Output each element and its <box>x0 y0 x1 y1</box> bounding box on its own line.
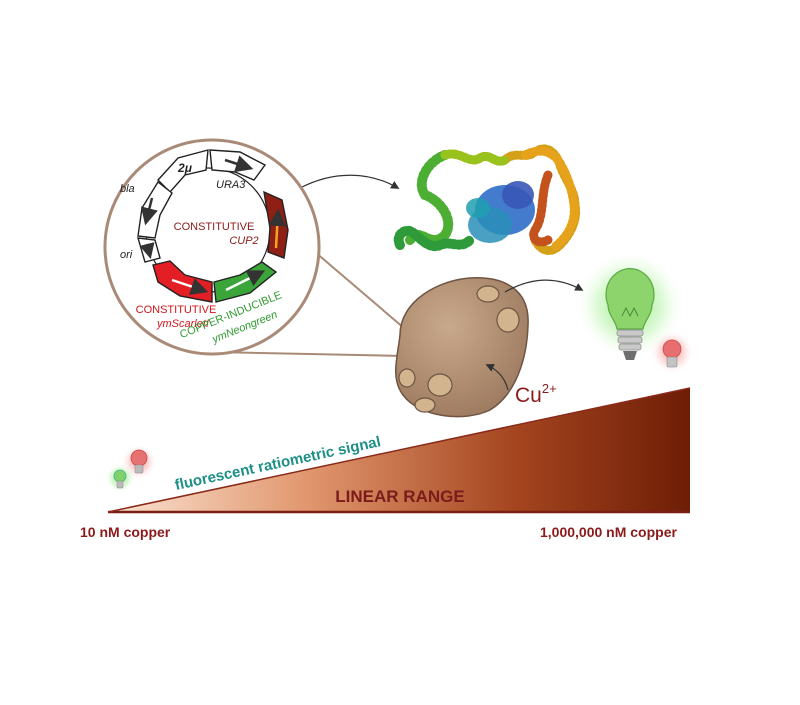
scarlet-label-line2: ymScarletI <box>156 318 209 330</box>
label-ura3: URA3 <box>216 179 246 191</box>
segment-bla <box>137 180 173 239</box>
label-bla: bla <box>120 183 135 195</box>
label-ori: ori <box>120 249 133 261</box>
bud-scar <box>427 373 453 397</box>
cup2-label-line1: CONSTITUTIVE <box>174 221 255 233</box>
bud-scar <box>414 397 436 413</box>
ymneongreen-arrow <box>225 270 266 292</box>
scarlet-label-line1: CONSTITUTIVE <box>136 304 217 316</box>
ori-arrow <box>139 242 155 259</box>
segment-ura3 <box>209 149 267 181</box>
segment-ori <box>137 237 161 263</box>
plasmid-diagram: 2μ URA3 bla ori CONSTITUTIVE CUP2 <box>103 138 321 356</box>
low-copper-label: 10 nM copper <box>80 524 171 540</box>
low-bulbs <box>105 444 157 493</box>
segment-ymneongreen <box>213 261 278 303</box>
cup2-label-line2: CUP2 <box>229 235 258 247</box>
cell-to-bulb-arrow <box>504 279 584 293</box>
cup2-arrow <box>268 208 286 249</box>
copper-ion-label: Cu2+ <box>515 381 557 407</box>
ura3-arrow <box>224 155 254 173</box>
bud-scar <box>476 285 500 303</box>
linear-range-ramp <box>107 387 691 514</box>
bud-scar <box>496 307 520 333</box>
copper-symbol: Cu <box>515 384 542 407</box>
copper-entry-arrow <box>485 363 509 391</box>
label-2micron: 2μ <box>177 161 193 175</box>
ramp-hypotenuse <box>107 387 691 513</box>
linear-range-label: LINEAR RANGE <box>335 487 464 506</box>
segment-ymscarlet <box>152 260 213 303</box>
bla-arrow <box>140 197 158 226</box>
segment-cup2 <box>263 190 289 259</box>
high-copper-label: 1,000,000 nM copper <box>540 524 678 540</box>
bud-scar <box>398 368 416 388</box>
copper-charge: 2+ <box>542 381 557 396</box>
yeast-cell <box>394 277 529 418</box>
high-bulbs <box>575 250 694 374</box>
green-bulb-icon <box>105 463 135 493</box>
green-bulb-icon <box>575 250 685 360</box>
red-bulb-icon <box>650 330 694 374</box>
ymscarlet-arrow <box>171 278 209 295</box>
plasmid-to-protein-arrow <box>299 174 400 189</box>
protein-structure <box>393 144 581 255</box>
